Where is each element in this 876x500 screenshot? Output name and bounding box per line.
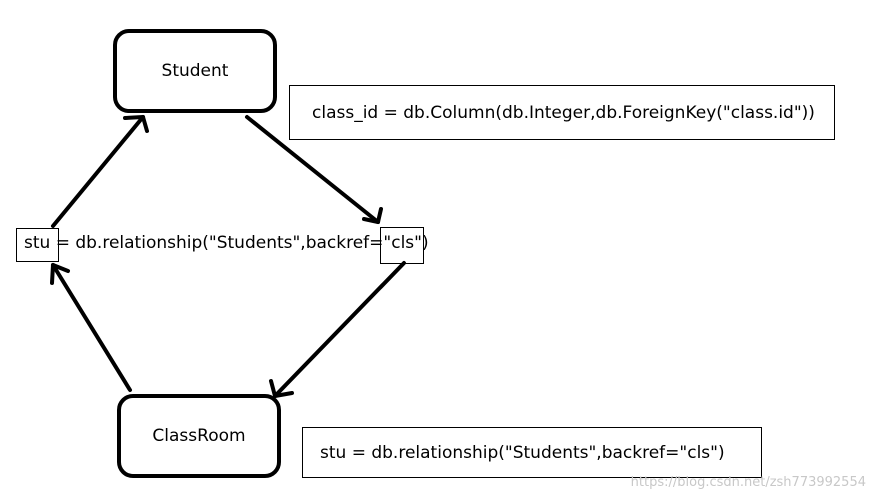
- arrow-student-to-cls: [245, 115, 383, 224]
- student-node: Student: [113, 29, 277, 113]
- classroom-node: ClassRoom: [117, 394, 281, 478]
- student-label: Student: [161, 61, 229, 81]
- cls-highlight-box: [380, 227, 424, 264]
- stu-highlight-box: [16, 228, 59, 262]
- relationship-note: stu = db.relationship("Students",backref…: [302, 427, 762, 478]
- watermark: https://blog.csdn.net/zsh773992554: [630, 475, 866, 490]
- arrow-cls-to-classroom: [269, 261, 406, 398]
- relationship-middle-text: stu = db.relationship("Students",backref…: [24, 233, 429, 253]
- arrow-classroom-to-stu: [50, 263, 132, 392]
- class-id-text: class_id = db.Column(db.Integer,db.Forei…: [312, 102, 815, 123]
- class-id-note: class_id = db.Column(db.Integer,db.Forei…: [289, 85, 835, 140]
- classroom-label: ClassRoom: [152, 426, 246, 446]
- arrow-stu-to-student: [51, 115, 149, 228]
- relationship-note-text: stu = db.relationship("Students",backref…: [320, 442, 725, 463]
